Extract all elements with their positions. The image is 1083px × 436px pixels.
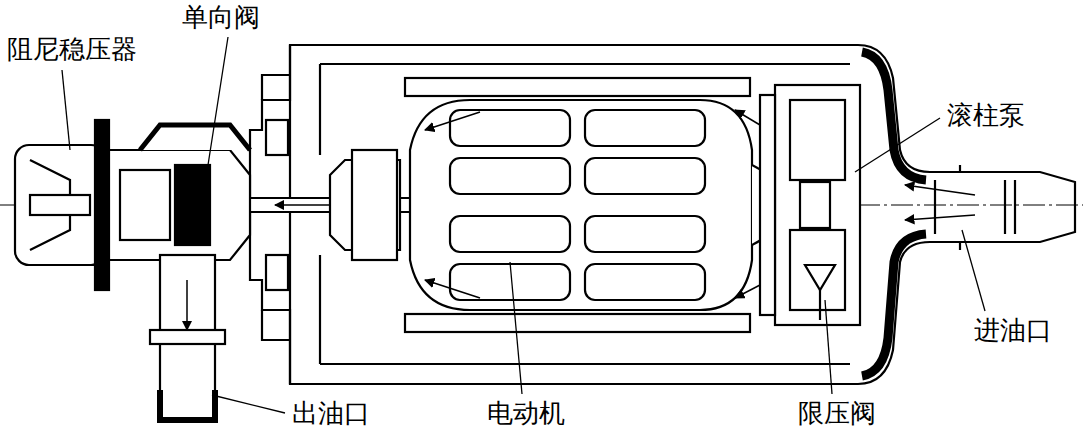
part-label: 限压阀	[796, 398, 878, 429]
part-label: 滚柱泵	[945, 100, 1027, 131]
leader-line	[62, 37, 985, 413]
flow-arrow	[187, 110, 975, 330]
pump-housing	[250, 45, 1075, 384]
part-label: 阻尼稳压器	[5, 34, 139, 65]
part-label: 单向阀	[180, 2, 262, 33]
motor	[330, 78, 775, 332]
part-label: 进油口	[972, 315, 1054, 346]
roller-pump	[760, 85, 860, 325]
damper-check-valve	[15, 120, 250, 420]
part-label: 电动机	[485, 398, 567, 429]
part-label: 出油口	[290, 398, 372, 429]
